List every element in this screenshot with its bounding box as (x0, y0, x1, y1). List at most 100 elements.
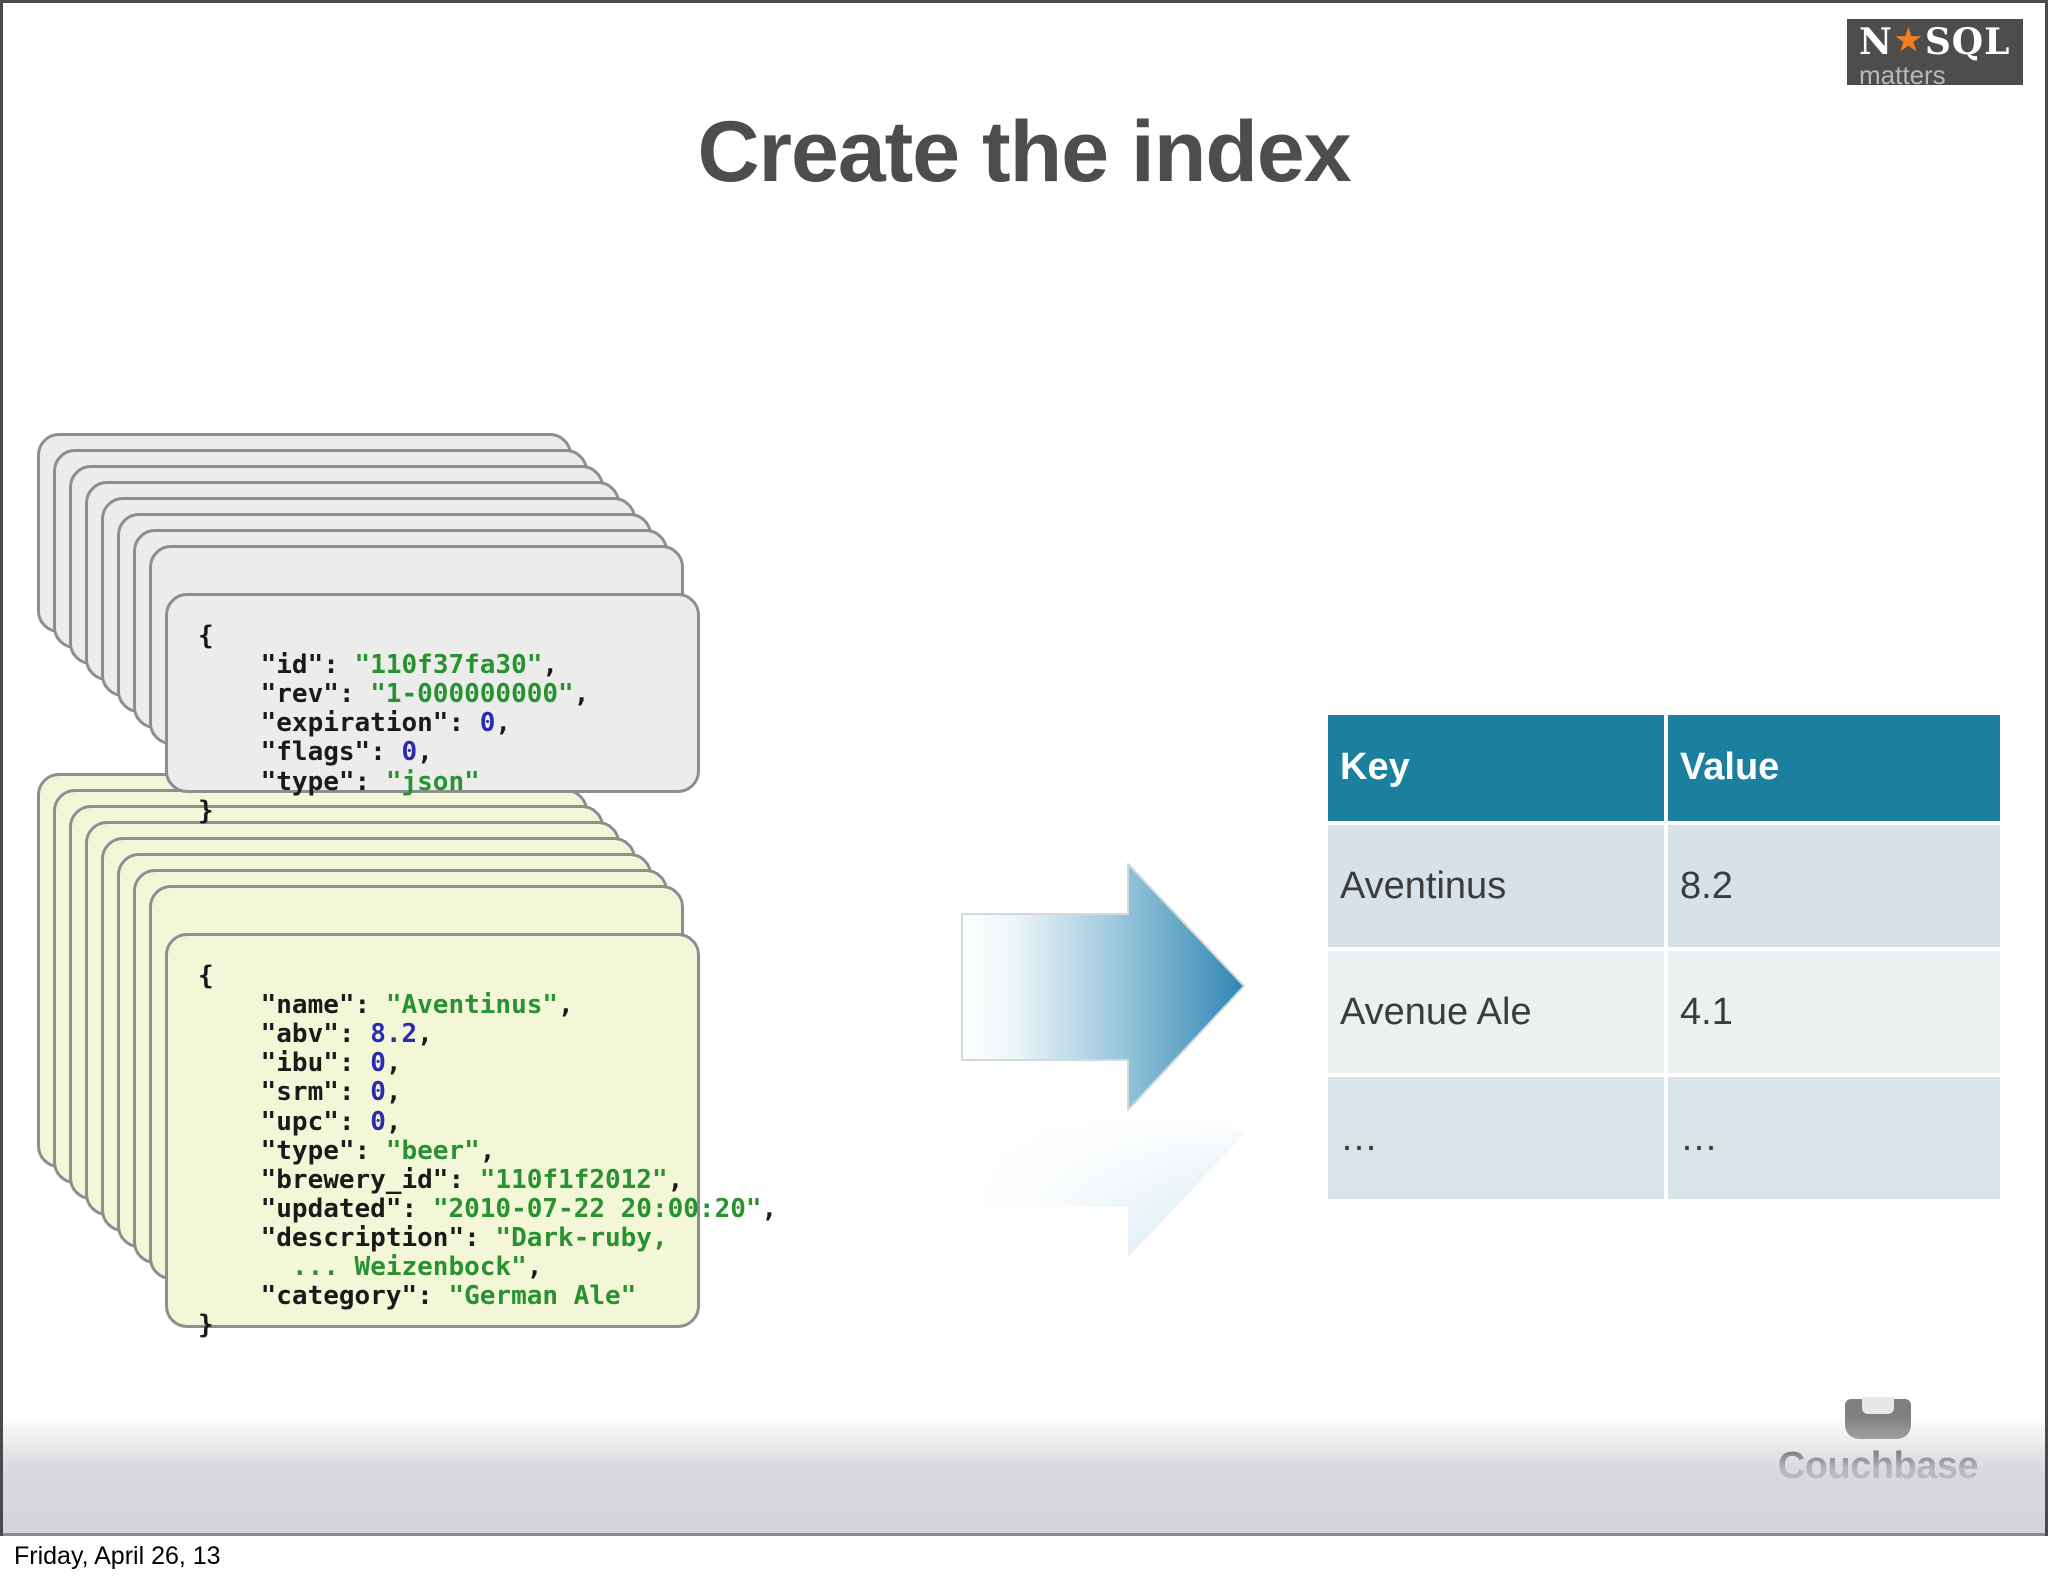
json-punctuation: , (417, 737, 433, 768)
json-key: { (198, 621, 214, 651)
json-value: 8.2 (370, 1019, 418, 1050)
cell-value: 8.2 (1668, 821, 2000, 947)
cell-key: Avenue Ale (1328, 947, 1668, 1073)
json-key: } (198, 795, 214, 826)
cell-value: 4.1 (1668, 947, 2000, 1073)
json-line: "type": "beer", (198, 1135, 667, 1166)
json-punctuation: , (526, 1252, 543, 1283)
couchbase-logo: Couchbase (1763, 1397, 1993, 1488)
json-punctuation: , (495, 708, 512, 739)
json-line: ... Weizenbock", (198, 1253, 667, 1282)
slide-canvas: N ★ SQL matters Create the index { "id":… (0, 0, 2048, 1536)
json-key: "expiration": (198, 708, 480, 739)
cell-value: … (1668, 1073, 2000, 1199)
json-line: "expiration": 0, (198, 709, 667, 738)
json-value: "German Ale" (448, 1281, 637, 1312)
json-value: "Dark-ruby, (495, 1222, 668, 1253)
json-key: "ibu": (198, 1048, 371, 1079)
metadata-document-stack: { "id": "110f37fa30", "rev": "1-00000000… (37, 433, 737, 825)
table-header-row: Key Value (1328, 715, 2000, 821)
json-line: "updated": "2010-07-22 20:00:20", (198, 1193, 778, 1224)
nosql-matters-logo: N ★ SQL matters (1847, 19, 2023, 90)
couchbase-wordmark: Couchbase (1777, 1445, 1979, 1487)
json-key: "type": (198, 1135, 386, 1166)
json-key: "upc": (198, 1106, 371, 1137)
right-arrow-icon (958, 858, 1248, 1118)
json-value: "1-000000000" (370, 679, 574, 710)
json-key: "name": (198, 990, 386, 1021)
json-punctuation: , (667, 1164, 684, 1195)
beer-document-stack: { "name": "Aventinus", "abv": 8.2, "ibu"… (37, 773, 778, 1463)
json-line: "upc": 0, (198, 1106, 667, 1137)
document-card-front: { "id": "110f37fa30", "rev": "1-00000000… (165, 593, 700, 825)
json-punctuation: , (417, 1019, 433, 1050)
cell-key: Aventinus (1328, 821, 1668, 947)
json-value: 0 (370, 1106, 386, 1137)
json-value: 0 (370, 1048, 386, 1079)
logo-letter-n: N (1859, 21, 1893, 63)
cell-key: … (1328, 1073, 1668, 1199)
json-line: "ibu": 0, (198, 1049, 667, 1078)
json-punctuation: , (761, 1193, 778, 1224)
json-key (198, 1252, 292, 1282)
json-key: "rev": (198, 679, 371, 710)
json-line: } (198, 795, 667, 826)
json-line: "brewery_id": "110f1f2012", (198, 1164, 684, 1195)
json-line: "description": "Dark-ruby, (198, 1222, 668, 1253)
json-punctuation: , (573, 679, 590, 710)
json-punctuation: , (479, 1135, 496, 1166)
json-key: "id": (198, 650, 355, 681)
json-key: "type": (198, 766, 386, 797)
json-key: "category": (198, 1281, 449, 1312)
json-punctuation: , (385, 1077, 402, 1108)
json-punctuation: , (542, 650, 559, 681)
json-punctuation: , (558, 990, 574, 1021)
json-key: "abv": (198, 1019, 371, 1050)
json-line: "name": "Aventinus", (198, 991, 667, 1020)
json-line: "rev": "1-000000000", (198, 680, 667, 709)
json-line: "category": "German Ale" (198, 1282, 667, 1311)
footer-date: Friday, April 26, 13 (14, 1542, 221, 1570)
json-line: } (198, 1311, 667, 1340)
column-header-value: Value (1668, 715, 2000, 821)
json-line: "srm": 0, (198, 1078, 667, 1107)
column-header-key: Key (1328, 715, 1668, 821)
json-punctuation: , (385, 1106, 402, 1137)
json-value: "Aventinus" (385, 990, 559, 1021)
json-value: ... Weizenbock" (291, 1252, 527, 1283)
json-value: 0 (370, 1077, 386, 1108)
json-punctuation: , (385, 1048, 402, 1079)
table-row: …… (1328, 1073, 2000, 1199)
couch-icon (1845, 1397, 1911, 1439)
json-key: } (198, 1310, 214, 1341)
logo-wordmark-row: N ★ SQL (1859, 23, 2013, 61)
json-key: "flags": (198, 737, 402, 768)
logo-subtitle: matters (1859, 60, 1946, 90)
right-arrow-reflection (958, 1011, 1248, 1263)
json-value: "2010-07-22 20:00:20" (432, 1193, 762, 1224)
json-line: { (198, 961, 667, 991)
json-line: "flags": 0, (198, 738, 667, 767)
json-value: "json" (385, 766, 480, 797)
json-value: 0 (401, 737, 418, 768)
json-value: "110f1f2012" (479, 1164, 668, 1195)
json-line: { (198, 621, 667, 651)
document-card-front: { "name": "Aventinus", "abv": 8.2, "ibu"… (165, 933, 778, 1340)
star-icon: ★ (1894, 23, 1923, 58)
json-value: "beer" (385, 1135, 480, 1166)
page-title: Create the index (697, 104, 1351, 200)
json-key: "srm": (198, 1077, 371, 1108)
json-key: "updated": (198, 1193, 433, 1224)
json-value: 0 (479, 708, 496, 739)
json-key: "description": (198, 1222, 496, 1253)
json-key: "brewery_id": (198, 1164, 480, 1195)
json-line: "id": "110f37fa30", (198, 651, 667, 680)
json-value: "110f37fa30" (354, 650, 543, 681)
logo-word-sql: SQL (1924, 21, 2011, 63)
json-line: "type": "json" (198, 766, 667, 797)
json-key: { (198, 961, 214, 991)
json-line: "abv": 8.2, (198, 1020, 667, 1049)
